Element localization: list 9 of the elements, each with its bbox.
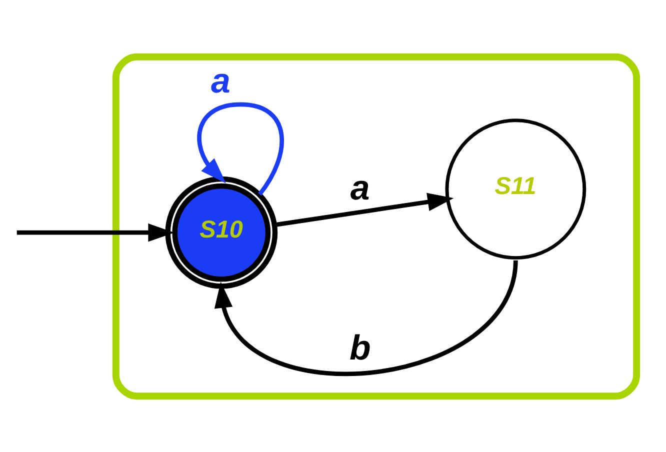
edge-label: a [210, 62, 230, 100]
arrow [214, 260, 518, 376]
cluster [112, 52, 640, 400]
edge-label: a [350, 169, 370, 208]
arrow [16, 222, 174, 242]
edge-label: b [350, 329, 371, 368]
node-circle: S11 [445, 118, 586, 260]
arrow [274, 192, 454, 227]
node-circle: S10 [165, 176, 278, 288]
